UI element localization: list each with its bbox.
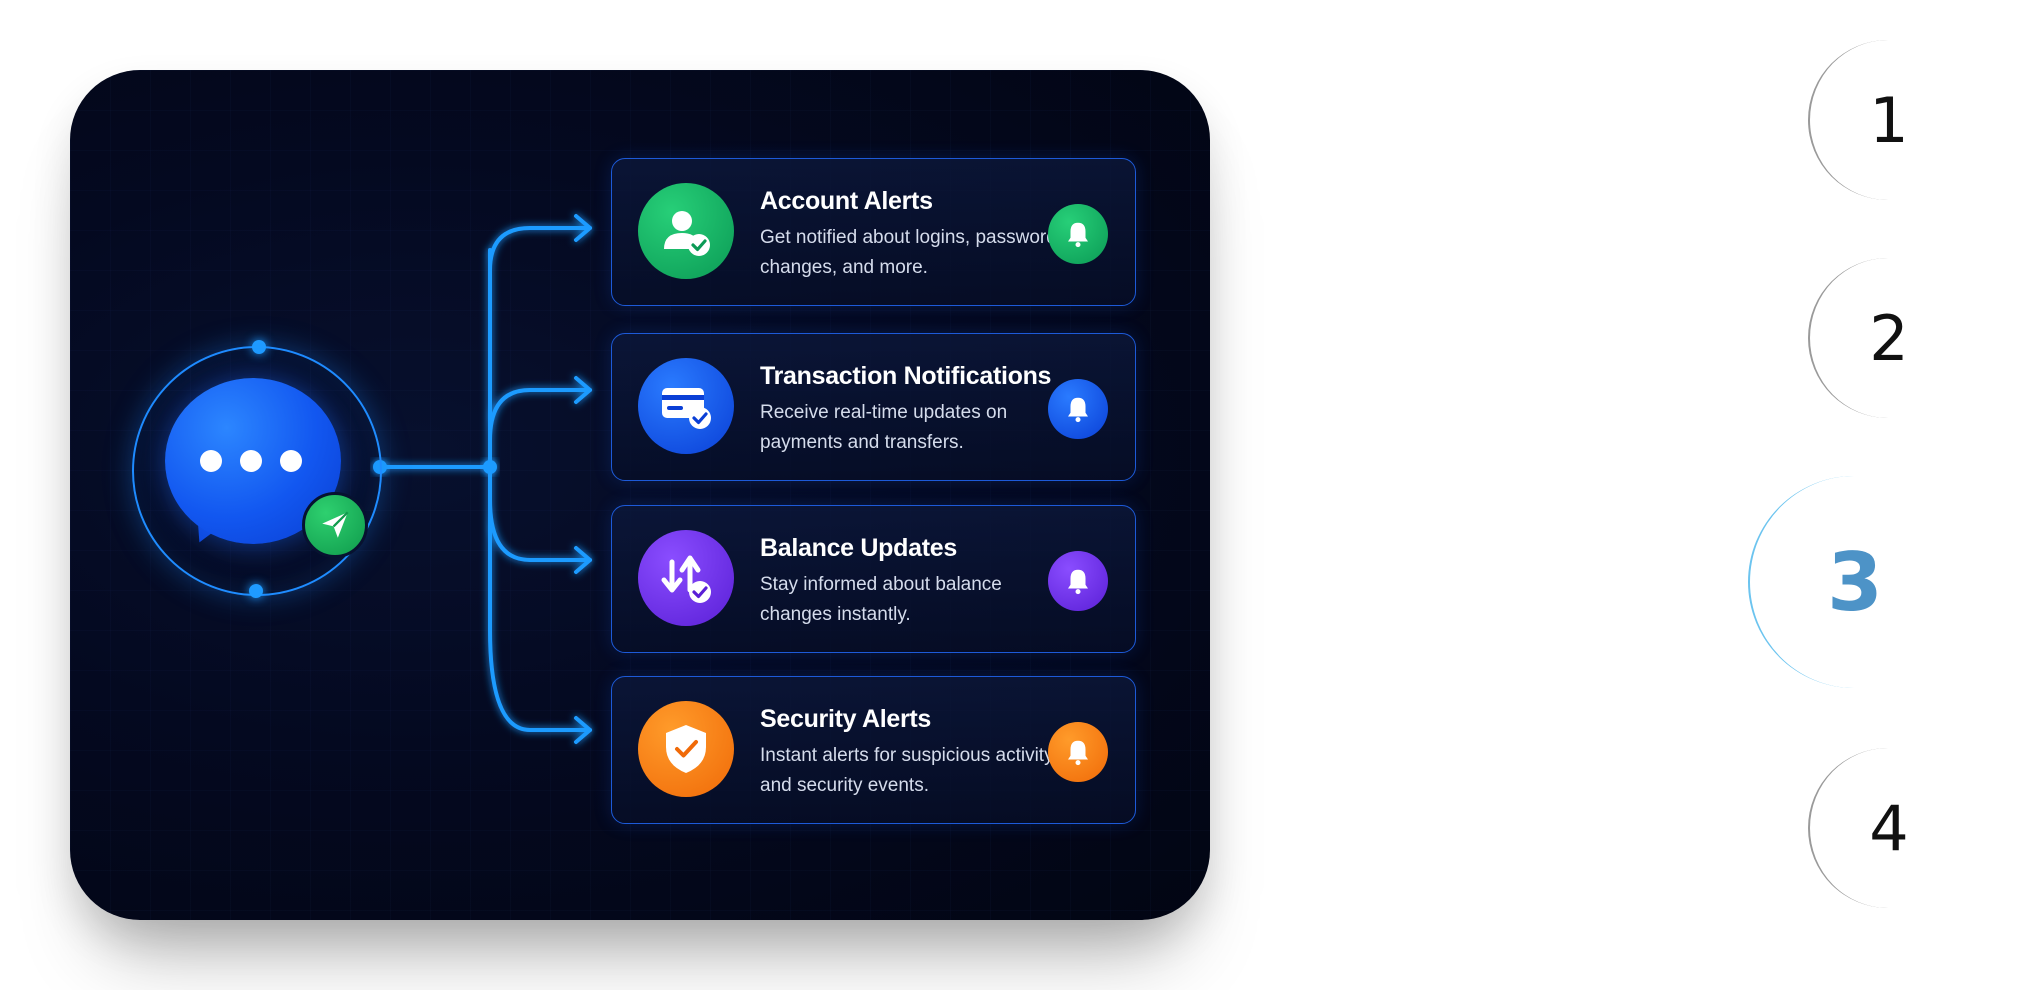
notification-card: Account Alerts Get notified about logins…	[70, 70, 1210, 920]
connector-branch-1	[488, 226, 592, 272]
step-1-button[interactable]: 1	[1808, 40, 1968, 200]
alert-description: Receive real-time updates on payments an…	[760, 402, 1008, 453]
paper-plane-icon	[302, 492, 368, 558]
step-4-button[interactable]: 4	[1808, 748, 1968, 908]
connector-branch-4	[488, 628, 592, 732]
bell-icon[interactable]	[1048, 379, 1108, 439]
connector-branch-3	[488, 498, 592, 562]
arrows-check-icon	[638, 530, 734, 626]
bell-icon[interactable]	[1048, 204, 1108, 264]
hub-ring	[132, 340, 382, 598]
step-3-button[interactable]: 3	[1748, 476, 1960, 688]
alert-card-security[interactable]: Security Alerts Instant alerts for suspi…	[611, 676, 1136, 824]
alert-card-account[interactable]: Account Alerts Get notified about logins…	[611, 158, 1136, 306]
alert-card-balance[interactable]: Balance Updates Stay informed about bala…	[611, 505, 1136, 653]
alert-title: Security Alerts	[760, 705, 932, 733]
alert-title: Transaction Notifications	[760, 362, 1052, 390]
bell-icon[interactable]	[1048, 551, 1108, 611]
card-check-icon	[638, 358, 734, 454]
shield-check-icon	[638, 701, 734, 797]
user-check-icon	[638, 183, 734, 279]
alert-title: Account Alerts	[760, 187, 933, 215]
alert-description: Stay informed about balance changes inst…	[760, 574, 1002, 625]
chat-dots-icon	[200, 450, 302, 472]
alert-card-transaction[interactable]: Transaction Notifications Receive real-t…	[611, 333, 1136, 481]
alert-title: Balance Updates	[760, 534, 957, 562]
connector-branch-2	[488, 388, 592, 442]
step-2-button[interactable]: 2	[1808, 258, 1968, 418]
alert-description: Get notified about logins, password chan…	[760, 227, 1057, 278]
alert-description: Instant alerts for suspicious activity a…	[760, 745, 1054, 796]
bell-icon[interactable]	[1048, 722, 1108, 782]
